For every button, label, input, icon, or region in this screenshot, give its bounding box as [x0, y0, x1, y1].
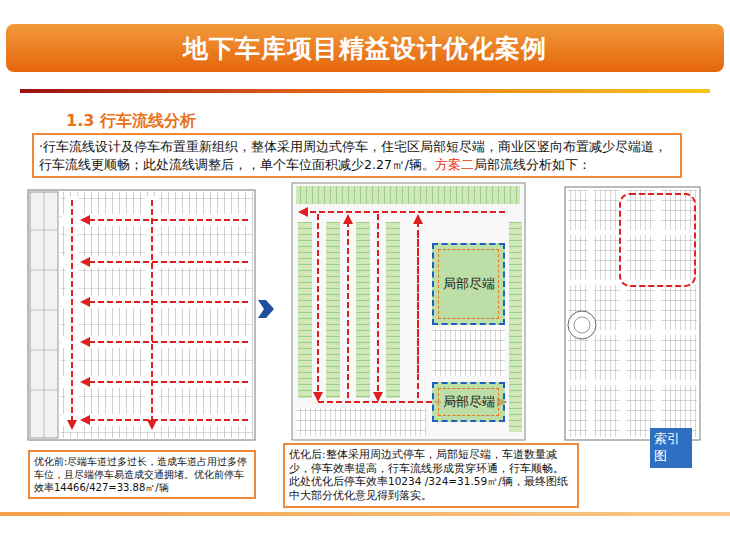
flow-arrow	[258, 300, 274, 318]
node-text: 方案二	[435, 157, 474, 172]
dead-end-zone: 局部尽端	[432, 243, 505, 325]
node-text: 局部尽端	[443, 275, 495, 293]
plan-before	[28, 190, 255, 440]
index-tag: 索引图	[650, 428, 692, 468]
plan-after	[292, 183, 525, 440]
section-heading: 1.3 行车流线分析	[66, 111, 196, 132]
node-text: 索引图	[654, 431, 688, 465]
dead-end-zone: 局部尽端	[432, 382, 505, 422]
caption-box: 优化后:整体采用周边式停车，局部短尽端，车道数量减少，停车效率提高，行车流线形成…	[283, 443, 579, 508]
plan-index	[565, 187, 700, 440]
node-text: 局部流线分析如下：	[474, 157, 591, 172]
node-text: 优化后:整体采用周边式停车，局部短尽端，车道数量减少，停车效率提高，行车流线形成…	[289, 448, 573, 503]
node-text: 优化前:尽端车道过多过长，造成车道占用过多停车位，且尽端停车易造成交通拥堵。优化…	[34, 455, 250, 494]
caption-box: 优化前:尽端车道过多过长，造成车道占用过多停车位，且尽端停车易造成交通拥堵。优化…	[28, 450, 256, 499]
slide-title: 地下车库项目精益设计优化案例	[6, 24, 724, 72]
intro-box: ·行车流线设计及停车布置重新组织，整体采用周边式停车，住宅区局部短尽端，商业区竖…	[32, 133, 682, 178]
node-text: 局部尽端	[443, 393, 495, 411]
